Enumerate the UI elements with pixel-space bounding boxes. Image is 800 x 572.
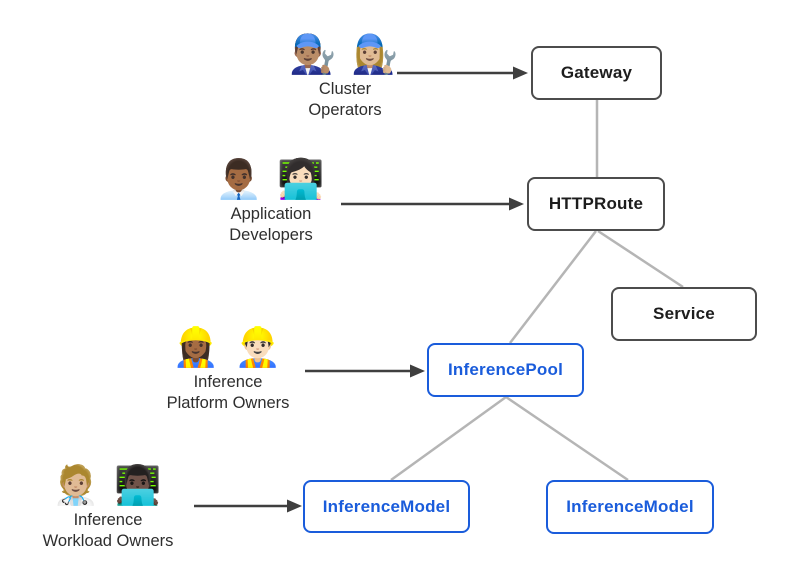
arrowhead-icon bbox=[410, 364, 425, 378]
connector-inferencepool-inferencemodel-left bbox=[390, 395, 507, 482]
persona-cluster-operators: 👨🏽‍🔧 👩🏼‍🔧 Cluster Operators bbox=[289, 33, 400, 121]
arrowhead-icon bbox=[513, 66, 528, 80]
construction-workers-emoji-icon: 👷🏾‍♀️ 👷🏻‍♂️ bbox=[172, 327, 284, 369]
arrow-inference-platform-owners-to-inferencepool bbox=[305, 364, 425, 378]
persona-label: Inference Platform Owners bbox=[166, 373, 290, 412]
arrow-application-developers-to-httproute bbox=[341, 197, 524, 211]
persona-label: Inference Workload Owners bbox=[42, 511, 174, 550]
persona-inference-platform-owners: 👷🏾‍♀️ 👷🏻‍♂️ Inference Platform Owners bbox=[167, 326, 290, 414]
connector-httproute-service bbox=[597, 229, 684, 289]
mechanics-emoji-icon: 👨🏽‍🔧 👩🏼‍🔧 bbox=[289, 34, 401, 76]
arrowhead-icon bbox=[509, 197, 524, 211]
persona-label: Application Developers bbox=[229, 205, 313, 244]
arrow-cluster-operators-to-gateway bbox=[397, 66, 528, 80]
node-service: Service bbox=[611, 287, 757, 341]
connector-httproute-inferencepool bbox=[509, 230, 597, 344]
node-inferencemodel-right: InferenceModel bbox=[546, 480, 714, 534]
health-worker-technologist-emoji-icon: 🧑🏼‍⚕️ 👨🏿‍💻 bbox=[52, 465, 164, 507]
arrowhead-icon bbox=[287, 499, 302, 513]
node-httproute: HTTPRoute bbox=[527, 177, 665, 231]
persona-application-developers: 👨🏾‍💼 👩🏻‍💻 Application Developers bbox=[215, 158, 326, 246]
node-inferencemodel-left: InferenceModel bbox=[303, 480, 470, 533]
persona-label: Cluster Operators bbox=[308, 80, 382, 119]
arrow-inference-workload-owners-to-inferencemodel bbox=[194, 499, 302, 513]
node-inferencepool: InferencePool bbox=[427, 343, 584, 397]
persona-inference-workload-owners: 🧑🏼‍⚕️ 👨🏿‍💻 Inference Workload Owners bbox=[43, 464, 174, 552]
office-worker-technologist-emoji-icon: 👨🏾‍💼 👩🏻‍💻 bbox=[215, 159, 327, 201]
connector-inferencepool-inferencemodel-right bbox=[505, 395, 629, 482]
node-gateway: Gateway bbox=[531, 46, 662, 100]
